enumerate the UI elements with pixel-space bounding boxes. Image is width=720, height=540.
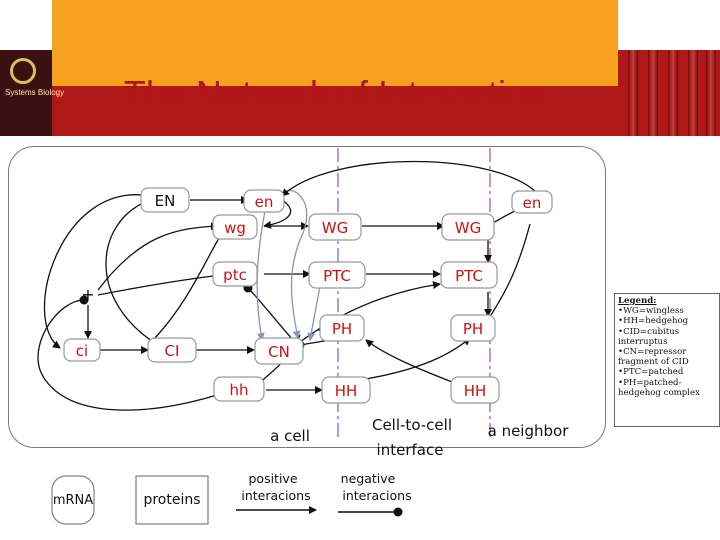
key-proteins: proteins: [143, 492, 200, 508]
banner-stripe: [648, 50, 658, 136]
node-PTC-box: [308, 261, 366, 289]
node-HH-neighbor: HH: [464, 382, 487, 400]
node-WG-box: [308, 213, 362, 241]
edge-plus-ptc: [97, 271, 223, 296]
legend-line: •PTC=patched: [618, 367, 684, 378]
node-en-neighbor-box: [511, 190, 553, 214]
edge-plus-wg: [97, 222, 219, 291]
edge-outer-arc: [44, 194, 151, 349]
key-proteins-box: [135, 475, 209, 525]
node-WG: WG: [322, 219, 348, 237]
region-interface-label-1: Cell-to-cell: [372, 416, 452, 434]
page-title: The Network of Interaction: [123, 73, 547, 114]
node-hh: hh: [229, 381, 248, 399]
key-negative-label-1: negative: [341, 471, 396, 486]
region-cell-label: a cell: [270, 427, 310, 445]
edge-PTC-CN-gray: [307, 285, 321, 341]
legend-line: fragment of CID: [618, 357, 689, 368]
key-mrna: mRNA: [53, 493, 93, 508]
node-PH-neighbor-box: [450, 314, 496, 342]
legend-line: interruptus: [618, 336, 668, 347]
edge-top-arc: [281, 160, 541, 197]
edge-en-wg: [263, 199, 292, 229]
edge-PTC-PH-neighbor: [299, 281, 441, 343]
node-wg-box: [212, 214, 258, 240]
title-banner-panel: [52, 0, 618, 86]
edge-en-CN-gray: [279, 189, 308, 339]
node-WG-neighbor-box: [441, 213, 495, 241]
spiral-logo-icon: [10, 58, 36, 84]
node-WG-neighbor: WG: [455, 219, 481, 237]
network-panel: [8, 146, 606, 448]
legend-line: •WG=wingless: [618, 306, 684, 317]
node-ptc: ptc: [223, 266, 247, 284]
node-CI: CI: [165, 342, 180, 360]
edge-hh-ci-arc: [37, 295, 239, 411]
banner-stripe: [628, 50, 638, 136]
node-CN-box: [254, 337, 304, 365]
node-en: en: [255, 193, 274, 211]
key-positive-label-2: interacions: [241, 488, 310, 503]
legend-line: hedgehog complex: [618, 387, 700, 398]
region-neighbor-label: a neighbor: [488, 422, 570, 440]
node-en-neighbor: en: [523, 194, 542, 212]
node-ptc-box: [212, 261, 258, 287]
node-EN-box: [140, 187, 190, 213]
legend-box: Legend: •WG=wingless •HH=hedgehog •CID=c…: [614, 293, 720, 427]
node-CN: CN: [268, 343, 290, 361]
node-ci: ci: [76, 342, 88, 360]
node-en-box: [243, 189, 285, 213]
legend-line: •CID=cubitus: [618, 326, 680, 337]
node-PH-box: [319, 314, 365, 342]
node-CI-box: [147, 337, 197, 363]
legend-line: •HH=hedgehog: [618, 316, 689, 327]
node-HH-box: [321, 376, 371, 404]
banner-stripe: [668, 50, 678, 136]
banner-stripe: [706, 50, 716, 136]
key-mrna-box: [51, 475, 95, 525]
legend-line: •CN=repressor: [618, 347, 687, 358]
node-PTC-neighbor-box: [440, 261, 498, 289]
node-wg: wg: [224, 219, 246, 237]
region-interface-label-2: interface: [377, 441, 444, 459]
node-plus: +: [81, 285, 94, 304]
node-EN: EN: [155, 192, 176, 210]
legend-line: •PH=patched-: [618, 377, 682, 388]
banner-stripe: [688, 50, 698, 136]
key-positive-label-1: positive: [248, 471, 297, 486]
node-PTC: PTC: [323, 267, 351, 285]
logo-text: Systems Biology: [5, 88, 65, 97]
edge-HH-PH-neighbor: [359, 337, 471, 381]
node-hh-box: [213, 376, 265, 402]
node-HH: HH: [335, 382, 358, 400]
node-HH-neighbor-box: [450, 376, 500, 404]
node-PH-neighbor: PH: [463, 320, 483, 338]
key-negative-label-2: interacions: [342, 488, 411, 503]
node-PH: PH: [332, 320, 352, 338]
edge-EN-ci: [105, 199, 163, 350]
node-ci-box: [63, 338, 101, 362]
node-PTC-neighbor: PTC: [455, 267, 483, 285]
legend-title: Legend:: [618, 296, 657, 306]
